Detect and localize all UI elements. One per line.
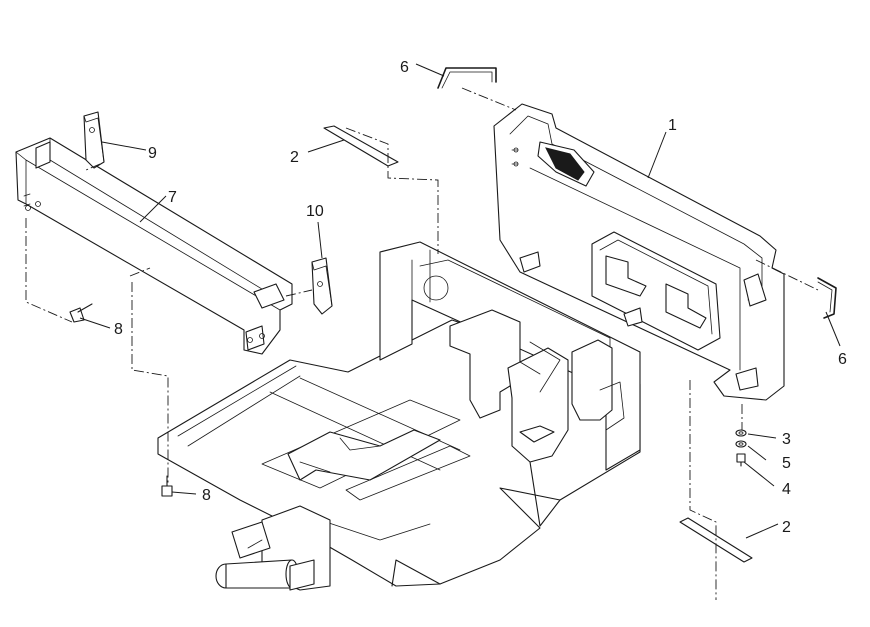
part-3-washer: [735, 429, 747, 437]
part-1-rear-body-panel: [493, 103, 785, 401]
part-7-front-cross-panel: [15, 137, 293, 355]
callout-2-upper: 2: [290, 149, 299, 166]
callout-8-upper: 8: [114, 321, 123, 338]
callout-5: 5: [782, 455, 791, 472]
part-6-handle-rod-lower: [817, 277, 837, 319]
part-8-bolt-upper: [69, 303, 93, 323]
callout-4: 4: [782, 481, 791, 498]
callout-10: 10: [306, 203, 324, 220]
part-2-strip-upper: [323, 125, 399, 167]
part-5-washer: [735, 440, 747, 448]
assembly-center-lines: [25, 87, 819, 600]
part-4-bolt: [736, 453, 746, 467]
part-9-bracket: [83, 111, 105, 169]
callout-3: 3: [782, 431, 791, 448]
leader-lines: [79, 63, 841, 539]
callout-8-lower: 8: [202, 487, 211, 504]
part-8-bolt-lower: [161, 475, 173, 497]
callout-6-upper: 6: [400, 59, 409, 76]
chassis-frame: [157, 241, 641, 591]
callout-7: 7: [168, 189, 177, 206]
callout-2-lower: 2: [782, 519, 791, 536]
part-6-handle-rod-upper: [437, 67, 497, 89]
part-10-bracket: [311, 257, 333, 315]
callout-labels: 1 2 2 3 4 5 6 6 7 8 8 9 10: [114, 59, 847, 536]
callout-1: 1: [668, 117, 677, 134]
callout-9: 9: [148, 145, 157, 162]
callout-6-lower: 6: [838, 351, 847, 368]
